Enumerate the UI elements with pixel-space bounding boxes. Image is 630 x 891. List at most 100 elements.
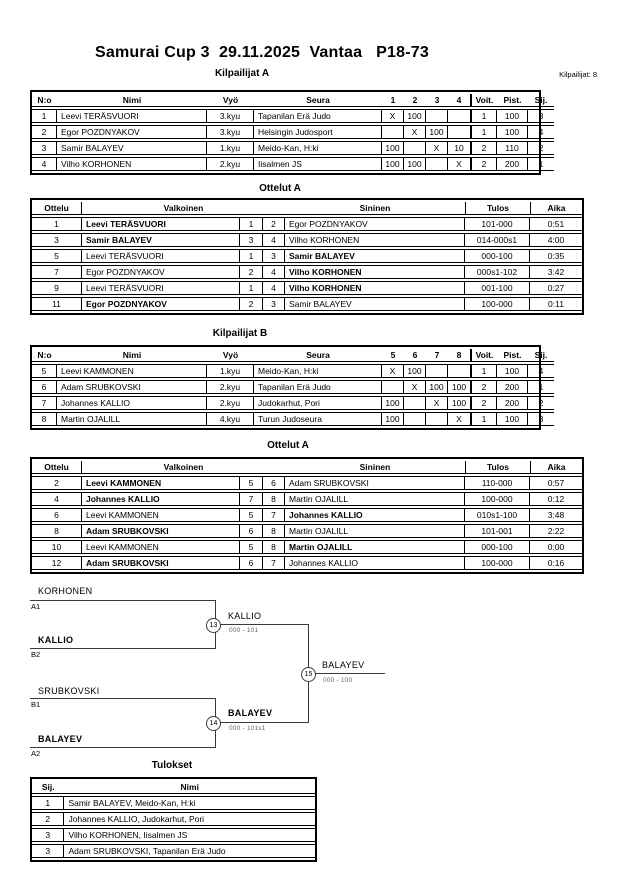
- cell-belt: 3.kyu: [207, 125, 254, 139]
- cell-c2: X: [404, 125, 426, 139]
- cell-result: 010s1-100: [465, 508, 530, 522]
- bracket-line: [216, 722, 308, 723]
- cell-place: 1: [528, 380, 554, 394]
- cell-match: 4: [32, 492, 82, 506]
- column-header: Valkoinen: [82, 202, 285, 215]
- section-heading-matches-a: Ottelut A: [259, 183, 301, 194]
- cell-belt: 2.kyu: [207, 157, 254, 171]
- bracket-winner-name: KALLIO: [228, 611, 262, 621]
- cell-club: Meido-Kan, H:ki: [254, 141, 382, 155]
- column-header: Sij.: [32, 781, 65, 794]
- bracket-line: [30, 648, 216, 649]
- cell-place: 2: [528, 396, 554, 410]
- cell-bno: 4: [263, 265, 285, 279]
- cell-club: Tapanilan Erä Judo: [254, 109, 382, 123]
- cell-time: 3:42: [530, 265, 582, 279]
- cell-white: Egor POZDNYAKOV: [82, 297, 240, 311]
- bracket-match-number: 15: [301, 667, 316, 682]
- cell-match: 3: [32, 233, 82, 247]
- cell-wins: 2: [470, 157, 497, 171]
- cell-wno: 6: [240, 556, 263, 570]
- cell-club: Tapanilan Erä Judo: [254, 380, 382, 394]
- section-heading-pool-a: Kilpailijat A: [214, 68, 270, 79]
- cell-name: Johannes KALLIO, Judokarhut, Pori: [64, 812, 315, 826]
- column-header: Nimi: [57, 94, 207, 107]
- cell-c1: 100: [382, 396, 404, 410]
- cell-belt: 4.kyu: [207, 412, 254, 426]
- cell-bno: 7: [263, 508, 285, 522]
- cell-c1: 100: [382, 141, 404, 155]
- cell-c2: [404, 412, 426, 426]
- cell-match: 6: [32, 508, 82, 522]
- cell-c2: 100: [404, 109, 426, 123]
- cell-blue: Vilho KORHONEN: [285, 265, 465, 279]
- cell-white: Egor POZDNYAKOV: [82, 265, 240, 279]
- cell-bno: 8: [263, 492, 285, 506]
- cell-place: 1: [528, 157, 554, 171]
- cell-blue: Egor POZDNYAKOV: [285, 217, 465, 231]
- cell-belt: 2.kyu: [207, 396, 254, 410]
- cell-bno: 4: [263, 281, 285, 295]
- cell-time: 2:22: [530, 524, 582, 538]
- column-header: Voit.: [470, 94, 497, 107]
- bracket-winner-name: BALAYEV: [228, 708, 273, 718]
- cell-wins: 1: [470, 364, 497, 378]
- bracket-line: [216, 624, 308, 625]
- cell-c1: 100: [382, 157, 404, 171]
- cell-c2: 100: [404, 364, 426, 378]
- cell-blue: Vilho KORHONEN: [285, 233, 465, 247]
- cell-time: 0:57: [530, 476, 582, 490]
- cell-no: 1: [32, 109, 57, 123]
- column-header: Vyö: [207, 349, 254, 362]
- cell-wno: 5: [240, 540, 263, 554]
- cell-place: 3: [32, 844, 65, 858]
- column-header: Seura: [254, 349, 382, 362]
- cell-time: 0:11: [530, 297, 582, 311]
- cell-c4: 100: [448, 380, 470, 394]
- cell-blue: Samir BALAYEV: [285, 249, 465, 263]
- section-heading-matches-b: Ottelut A: [267, 440, 309, 451]
- cell-no: 3: [32, 141, 57, 155]
- cell-wno: 2: [240, 297, 263, 311]
- page-title: Samurai Cup 3 29.11.2025 Vantaa P18-73: [95, 44, 429, 61]
- section-heading-results: Tulokset: [151, 760, 193, 771]
- cell-place: 3: [32, 828, 65, 842]
- cell-white: Johannes KALLIO: [82, 492, 240, 506]
- bracket-slot-seed: A2: [31, 749, 41, 758]
- cell-blue: Vilho KORHONEN: [285, 281, 465, 295]
- cell-result: 101-001: [465, 524, 530, 538]
- section-heading-pool-b: Kilpailijat B: [212, 328, 268, 339]
- cell-blue: Samir BALAYEV: [285, 297, 465, 311]
- cell-c2: [404, 141, 426, 155]
- column-header: Vyö: [207, 94, 254, 107]
- cell-bno: 3: [263, 297, 285, 311]
- bracket-match-number: 13: [206, 618, 221, 633]
- cell-time: 3:48: [530, 508, 582, 522]
- cell-match: 8: [32, 524, 82, 538]
- cell-time: 0:27: [530, 281, 582, 295]
- cell-wno: 1: [240, 281, 263, 295]
- cell-place: 3: [528, 412, 554, 426]
- cell-result: 000-100: [465, 540, 530, 554]
- cell-name: Egor POZDNYAKOV: [57, 125, 207, 139]
- cell-match: 7: [32, 265, 82, 279]
- cell-club: Helsingin Judosport: [254, 125, 382, 139]
- cell-c1: [382, 125, 404, 139]
- cell-no: 8: [32, 412, 57, 426]
- cell-c3: 100: [426, 380, 448, 394]
- column-header: Valkoinen: [82, 461, 285, 474]
- cell-c4: [448, 125, 470, 139]
- cell-blue: Adam SRUBKOVSKI: [285, 476, 465, 490]
- cell-club: Iisalmen JS: [254, 157, 382, 171]
- cell-time: 0:00: [530, 540, 582, 554]
- cell-points: 100: [497, 412, 528, 426]
- cell-bno: 6: [263, 476, 285, 490]
